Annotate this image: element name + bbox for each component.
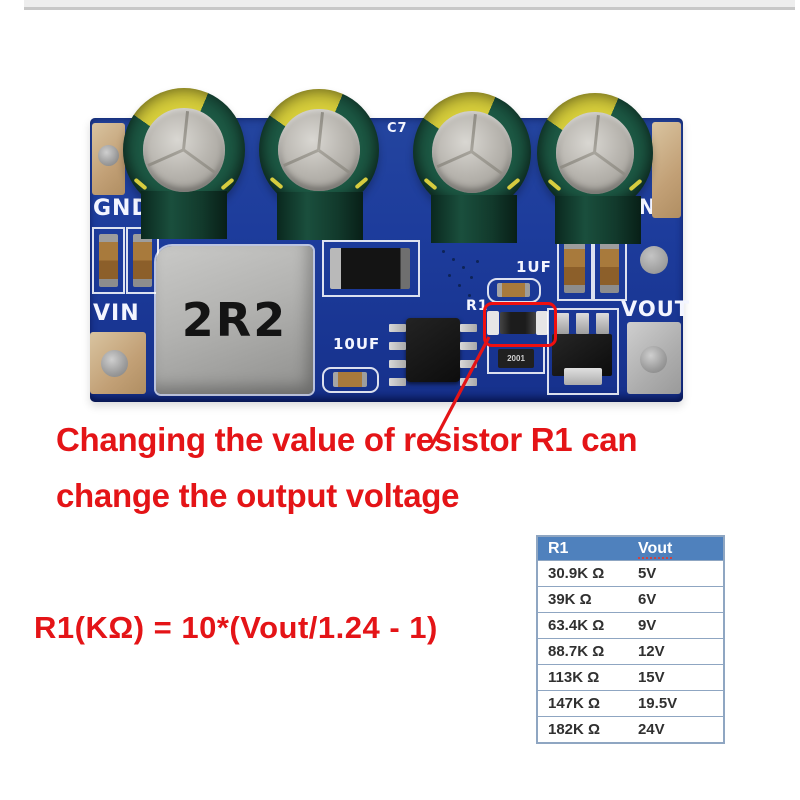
vin-label: VIN <box>93 301 140 326</box>
table-cell: 12V <box>637 643 665 660</box>
table-cell: 19.5V <box>637 695 678 712</box>
capacitor-3-body <box>431 195 517 243</box>
table-cell: 39K Ω <box>548 591 592 608</box>
r1-vout-table-body: 30.9K Ω 5V 39K Ω 6V 63.4K Ω 9V 88.7K Ω 12V 113K … <box>537 561 724 743</box>
inductor-marking: 2R2 <box>181 293 288 347</box>
r1-vout-table: R1 Vout 30.9K Ω 5V 39K Ω 6V 63.4K Ω 9V 88.7K Ω… <box>536 535 725 744</box>
capacitor-1-top <box>142 107 226 193</box>
transistor-leg <box>596 313 609 334</box>
smd-box-left-1 <box>92 227 125 294</box>
via-pad-right <box>640 246 668 274</box>
smd-cap-left-2 <box>133 234 152 287</box>
cap-10uf-outline <box>322 367 379 393</box>
table-cell: 15V <box>637 669 665 686</box>
table-row: 147K Ω 19.5V <box>537 691 724 717</box>
caption-line-2: change the output voltage <box>56 477 460 514</box>
r1-label: R1 <box>466 298 489 314</box>
via-dots <box>442 250 445 253</box>
capacitor-4-top <box>555 112 635 194</box>
inductor: 2R2 <box>156 246 313 394</box>
capacitor-1 <box>123 88 245 239</box>
ic-pin <box>389 324 406 332</box>
smd-box-right-2 <box>593 234 627 301</box>
cap-10uf-chip <box>333 372 367 387</box>
transistor-leg <box>576 313 589 334</box>
transistor-outline <box>547 308 619 395</box>
smd-cap-right-1 <box>564 241 585 293</box>
mount-hole-bottom-right <box>640 346 667 373</box>
pcb-board-photo: GND VIN 2R2 10UF R1 2001 1UF <box>90 88 689 402</box>
transistor-tab <box>564 368 602 385</box>
smd-box-right-1 <box>557 234 593 301</box>
table-row: 39K Ω 6V <box>537 587 724 613</box>
r1-pad-right <box>536 311 548 335</box>
smd-cap-left-1 <box>99 234 118 287</box>
table-cell: 88.7K Ω <box>548 643 605 660</box>
table-cell: 9V <box>637 617 657 634</box>
cap-1uf-label: 1UF <box>516 258 552 276</box>
capacitor-2-top <box>278 108 360 192</box>
window-top-strip <box>24 0 795 10</box>
capacitor-4 <box>537 93 653 244</box>
c7-label: C7 <box>387 121 408 136</box>
table-row: 30.9K Ω 5V <box>537 561 724 587</box>
ic-pin <box>460 360 477 368</box>
table-cell: 5V <box>637 565 657 582</box>
table-cell: 24V <box>637 721 665 738</box>
diode-body <box>330 248 410 289</box>
ic-pin <box>389 360 406 368</box>
table-header-vout: Vout <box>635 536 724 561</box>
capacitor-4-body <box>555 196 641 244</box>
table-row: 63.4K Ω 9V <box>537 613 724 639</box>
caption-line-1: Changing the value of resistor R1 can <box>56 421 638 458</box>
table-cell: 147K Ω <box>548 695 601 712</box>
cap-10uf-label: 10UF <box>333 335 381 353</box>
ic-pin <box>460 378 477 386</box>
ic-pin <box>460 324 477 332</box>
gnd-left-label: GND <box>93 196 151 221</box>
smd-cap-right-2 <box>600 241 619 293</box>
r1-pad-left <box>487 311 499 335</box>
capacitor-3 <box>413 92 531 243</box>
table-header-row: R1 Vout <box>537 536 724 561</box>
table-header-r1: R1 <box>537 536 636 561</box>
cap-1uf-chip <box>497 283 530 297</box>
capacitor-3-top <box>431 111 513 193</box>
table-cell: 6V <box>637 591 657 608</box>
table-cell: 113K Ω <box>548 669 600 686</box>
table-cell: 30.9K Ω <box>548 565 605 582</box>
resistor-2001-body: 2001 <box>498 349 534 368</box>
diode-outline <box>322 240 420 297</box>
r1-highlight-box <box>483 302 557 347</box>
caption: Changing the value of resistor R1 can ch… <box>56 412 716 524</box>
table-cell: 182K Ω <box>548 721 601 738</box>
vout-label: VOUT <box>621 297 691 321</box>
resistor-2001-outline: 2001 <box>487 344 545 374</box>
table-row: 182K Ω 24V <box>537 717 724 743</box>
capacitor-1-body <box>141 191 227 239</box>
mount-hole-top-left <box>98 145 119 166</box>
capacitor-2-body <box>277 192 363 240</box>
transistor-leg <box>556 313 569 334</box>
r1-resistor-body <box>500 312 536 334</box>
ic-pin <box>460 342 477 350</box>
pad-bottom-right <box>627 322 681 394</box>
capacitor-2 <box>259 89 379 240</box>
pad-top-right <box>652 122 681 218</box>
table-cell: 63.4K Ω <box>548 617 605 634</box>
pad-bottom-left <box>90 332 146 394</box>
ic-pin <box>389 378 406 386</box>
pad-top-left <box>92 123 125 195</box>
ic-pin <box>389 342 406 350</box>
formula-text: R1(KΩ) = 10*(Vout/1.24 - 1) <box>34 610 438 645</box>
ic-soic8 <box>406 318 460 382</box>
mount-hole-bottom-left <box>101 350 128 377</box>
table-row: 88.7K Ω 12V <box>537 639 724 665</box>
table-row: 113K Ω 15V <box>537 665 724 691</box>
cap-1uf-outline <box>487 278 541 303</box>
